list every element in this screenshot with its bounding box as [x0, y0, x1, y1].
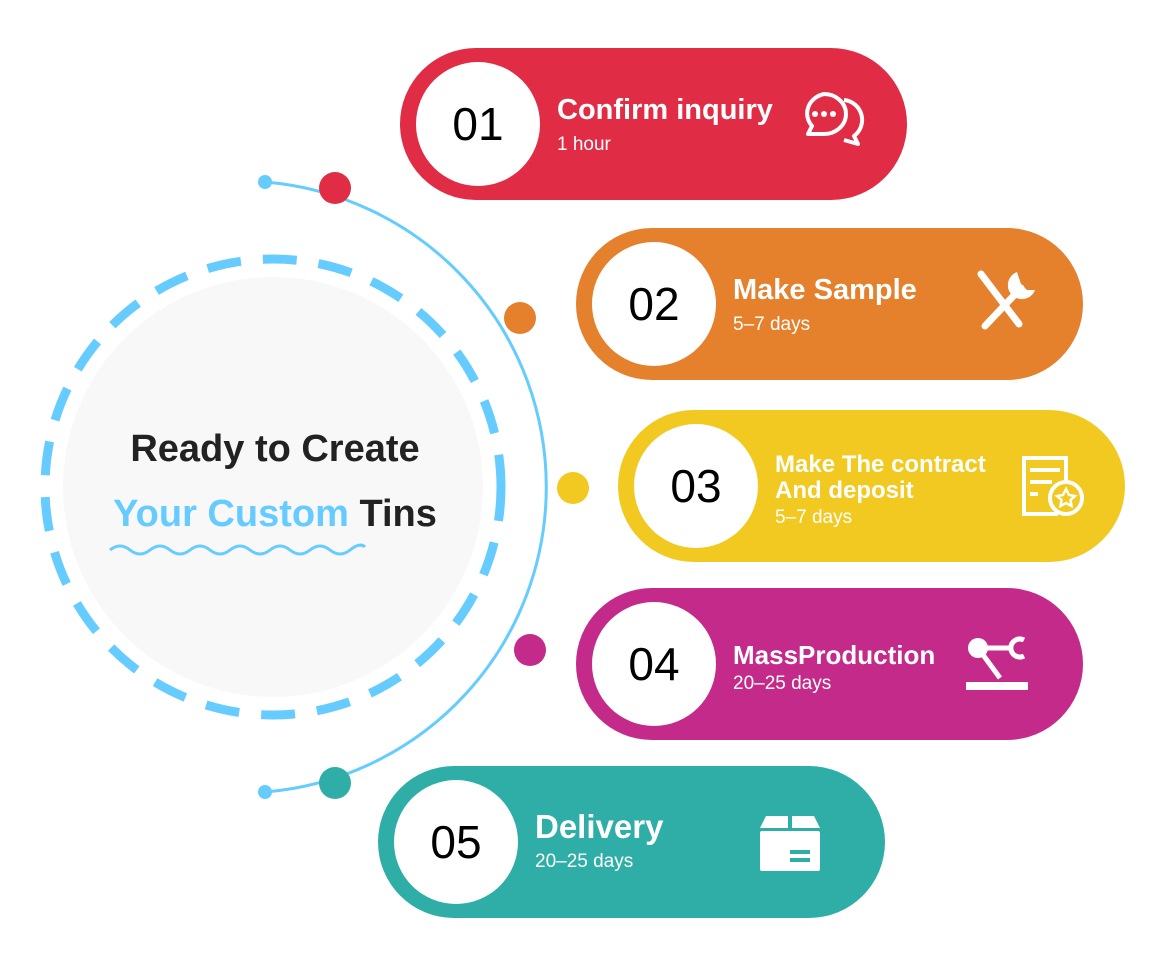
step-marker-1 [319, 172, 351, 204]
step-marker-4 [514, 634, 546, 666]
step-duration: 5–7 days [775, 507, 853, 528]
step-duration: 5–7 days [733, 314, 811, 335]
step-number: 04 [592, 602, 716, 726]
step-marker-3 [557, 472, 589, 504]
contract-certificate-icon [1022, 456, 1084, 516]
step-card-3: 03 Make The contract And deposit 5–7 day… [618, 410, 1125, 562]
arc-end-dot [258, 175, 272, 189]
step-number: 05 [394, 780, 518, 904]
step-title-line1: Make The contract [775, 451, 986, 478]
timeline-arc [264, 180, 548, 794]
step-duration: 20–25 days [535, 851, 634, 872]
package-box-icon [760, 816, 820, 871]
tools-icon [977, 270, 1035, 330]
step-title-line2: And deposit [775, 477, 914, 504]
step-card-4: 04 MassProduction 20–25 days [576, 588, 1083, 740]
step-title: Confirm inquiry [557, 94, 773, 126]
step-number: 03 [634, 424, 758, 548]
robot-arm-icon [966, 636, 1028, 690]
step-number: 02 [592, 242, 716, 366]
step-marker-2 [504, 302, 536, 334]
wavy-underline [109, 543, 367, 556]
step-card-5: 05 Delivery 20–25 days [378, 766, 885, 918]
step-title: MassProduction [733, 640, 936, 670]
step-card-1: 01 Confirm inquiry 1 hour [400, 48, 907, 200]
heading-highlight: Your Custom [113, 493, 349, 535]
center-disc [63, 277, 483, 697]
step-duration: 1 hour [557, 134, 611, 155]
arc-end-dot [258, 785, 272, 799]
step-marker-5 [319, 767, 351, 799]
center-heading-line1: Ready to Create [130, 428, 420, 470]
step-title: Make Sample [733, 274, 917, 306]
heading-rest: Tins [359, 493, 437, 535]
step-duration: 20–25 days [733, 673, 832, 694]
step-number: 01 [416, 62, 540, 186]
center-heading-line2: Your Custom Tins [60, 493, 490, 536]
step-title: Make The contract And deposit [775, 452, 986, 504]
dashed-ring [40, 254, 506, 720]
step-card-2: 02 Make Sample 5–7 days [576, 228, 1083, 380]
chat-bubbles-icon [805, 92, 865, 146]
step-title: Delivery [535, 808, 664, 845]
